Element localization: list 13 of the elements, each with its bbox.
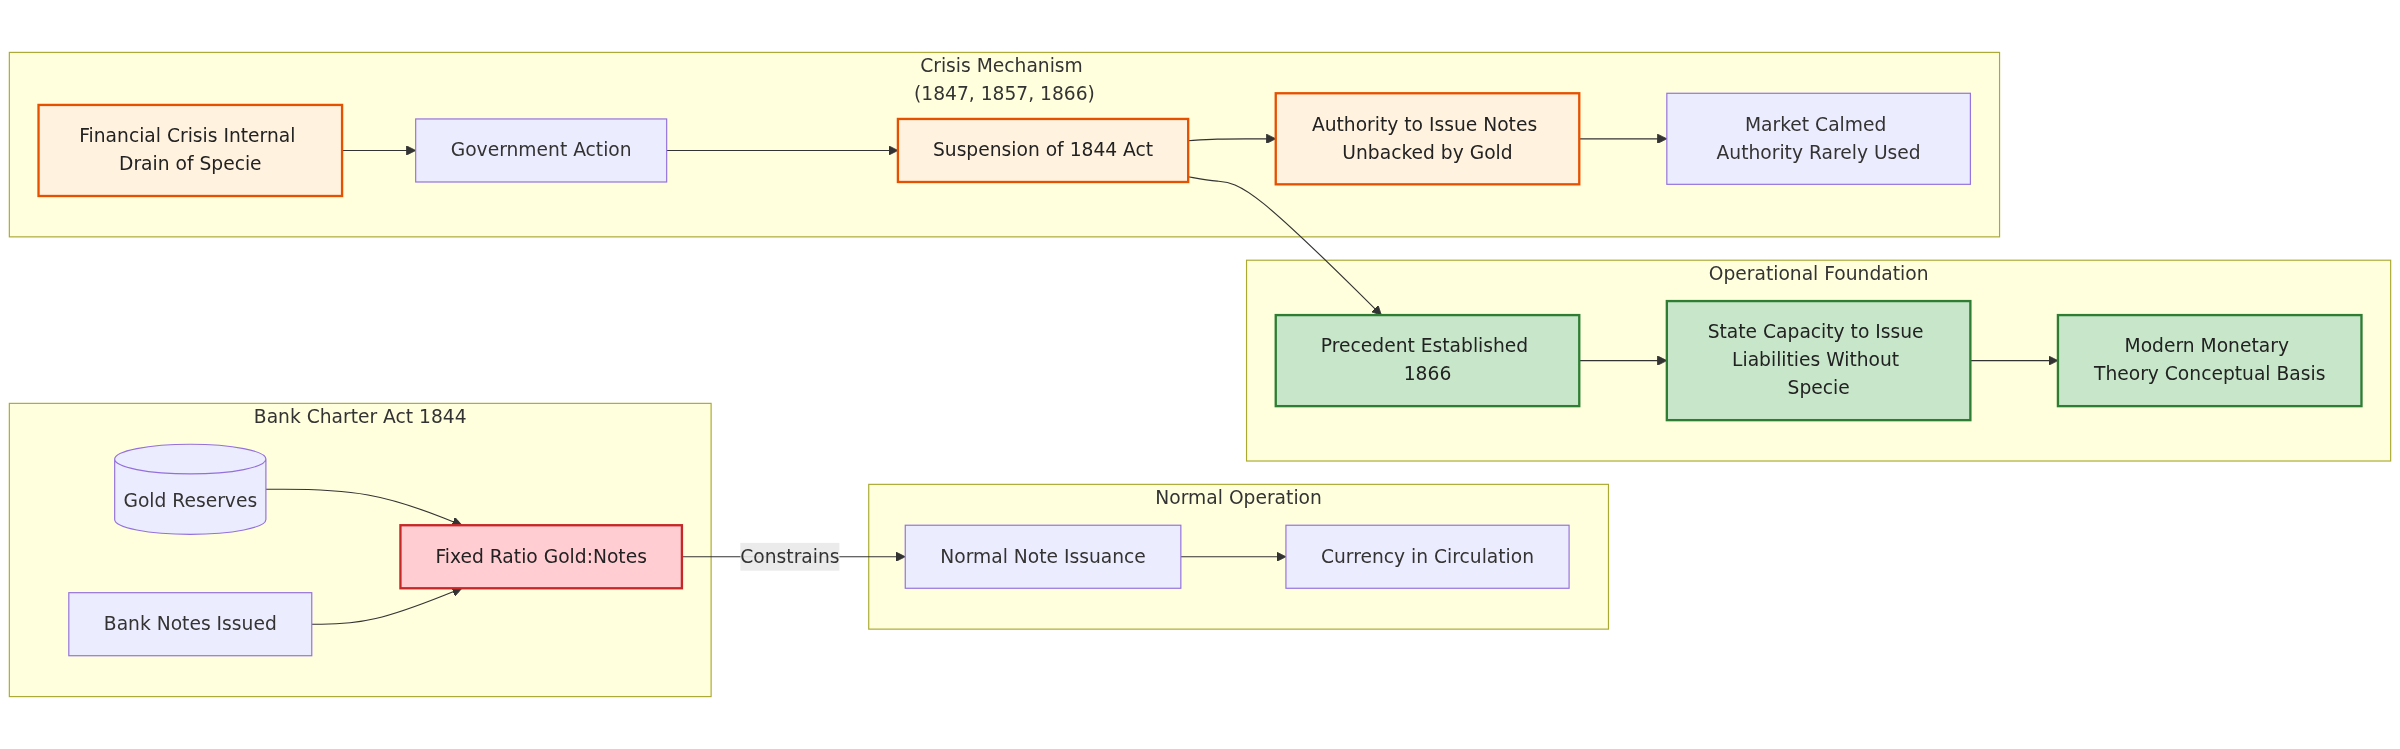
node-box: Modern Monetary Theory Conceptual Basis: [2056, 313, 2363, 408]
node-box: State Capacity to Issue Liabilities Without Specie: [1665, 299, 1972, 422]
node-box: Fixed Ratio Gold:Notes: [399, 524, 684, 590]
node-box: Authority to Issue Notes Unbacked by Gold: [1274, 92, 1581, 186]
node-box: Market Calmed Authority Rarely Used: [1666, 92, 1971, 185]
node-box: Government Action: [415, 118, 668, 183]
node-box: Currency in Circulation: [1285, 524, 1570, 589]
node-box: Precedent Established 1866: [1274, 313, 1581, 408]
edge-label: Constrains: [740, 545, 840, 568]
node-box: Normal Note Issuance: [904, 524, 1182, 589]
node-box: Suspension of 1844 Act: [896, 117, 1190, 184]
node-box: Financial Crisis Internal Drain of Specie: [37, 103, 344, 198]
node-box: Bank Notes Issued: [68, 592, 313, 657]
